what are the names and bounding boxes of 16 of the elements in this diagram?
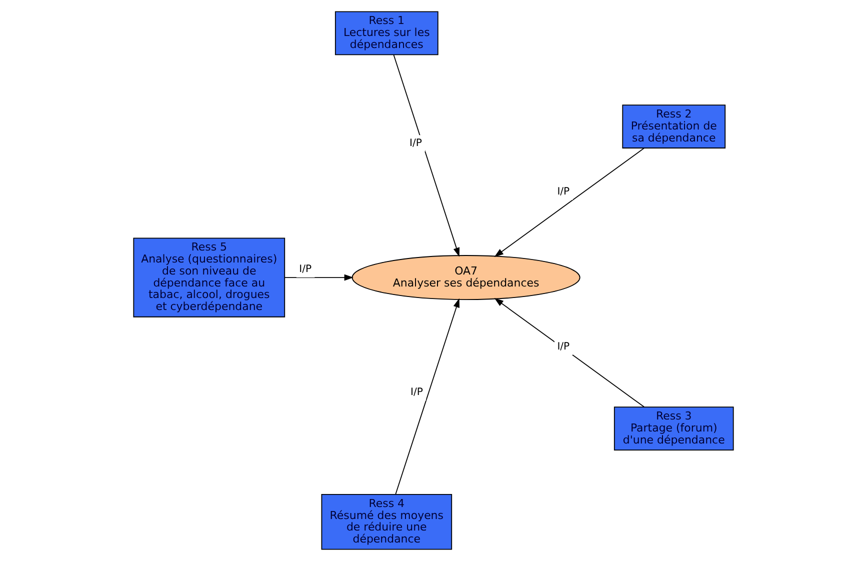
arrow <box>284 274 353 281</box>
edge-label: I/P <box>298 264 312 275</box>
arrow <box>392 54 460 257</box>
arrow <box>494 298 644 408</box>
edge-label: I/P <box>409 138 422 149</box>
arrow <box>394 298 460 495</box>
node-box: Ress 2 Présentation de sa dépendance <box>622 104 726 148</box>
edge-label: I/P <box>556 341 570 352</box>
edge-label: I/P <box>556 186 570 198</box>
edge-label: I/P <box>410 386 422 398</box>
node-box: Ress 4 Résumé des moyens de réduire une dépendance <box>320 494 452 550</box>
arrow <box>494 148 644 257</box>
node-ellipse: OA7 Analyser ses dépendances <box>351 255 580 300</box>
node-box: Ress 1 Lectures sur les dépendances <box>334 11 438 56</box>
node-box: Ress 5 Analyse (questionnaires) de son niveau de dépendance face au tabac, alcool, drogues et cyberdépendane <box>132 238 285 318</box>
node-box: Ress 3 Partage (forum) d'une dépendance <box>613 406 734 450</box>
